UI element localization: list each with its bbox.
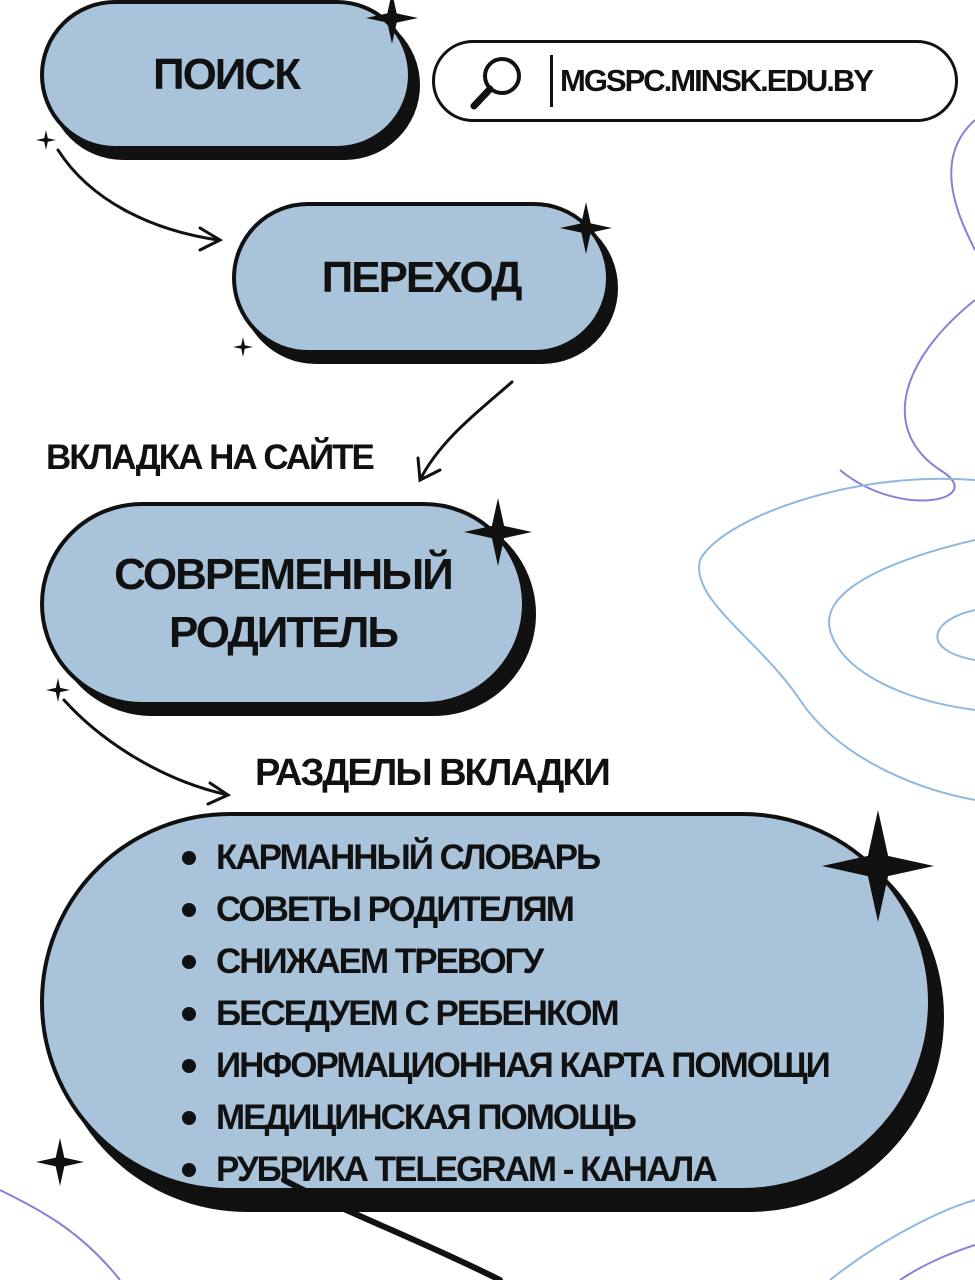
star-icon	[233, 337, 253, 357]
curved-arrow-icon	[418, 380, 514, 482]
tab-pill: СОВРЕМЕННЫЙ РОДИТЕЛЬ	[40, 502, 526, 706]
bullet-icon	[182, 903, 196, 917]
list-item: МЕДИЦИНСКАЯ ПОМОЩЬ	[182, 1098, 829, 1150]
tab-name-line1: СОВРЕМЕННЫЙ	[114, 550, 454, 599]
star-icon	[36, 1138, 84, 1186]
curved-arrow-icon	[56, 148, 220, 242]
list-item: КАРМАННЫЙ СЛОВАРЬ	[182, 838, 829, 890]
bullet-icon	[182, 1111, 196, 1125]
transition-pill-label: ПЕРЕХОД	[321, 253, 523, 302]
curved-arrow-icon	[281, 1177, 503, 1280]
star-icon	[560, 202, 612, 254]
tab-name-line2: РОДИТЕЛЬ	[168, 608, 399, 657]
bullet-icon	[182, 851, 196, 865]
url-divider	[550, 55, 553, 107]
sections-caption: РАЗДЕЛЫ ВКЛАДКИ	[255, 752, 611, 794]
star-icon	[36, 130, 56, 150]
bullet-icon	[182, 1163, 196, 1177]
sections-pill	[40, 812, 932, 1192]
list-item: РУБРИКА TELEGRAM - КАНАЛА	[182, 1150, 829, 1202]
list-item: СНИЖАЕМ ТРЕВОГУ	[182, 942, 829, 994]
search-pill-label: ПОИСК	[152, 50, 301, 99]
bullet-icon	[182, 955, 196, 969]
sections-list: КАРМАННЫЙ СЛОВАРЬ СОВЕТЫ РОДИТЕЛЯМ СНИЖА…	[182, 838, 831, 1202]
tab-caption: ВКЛАДКА НА САЙТЕ	[46, 438, 375, 477]
star-icon	[366, 0, 418, 44]
transition-pill: ПЕРЕХОД	[232, 202, 610, 354]
search-pill: ПОИСК	[40, 0, 412, 150]
url-text: MGSPC.MINSK.EDU.BY	[560, 63, 874, 98]
bullet-icon	[182, 1059, 196, 1073]
magnifier-icon	[470, 57, 521, 110]
list-item: ИНФОРМАЦИОННАЯ КАРТА ПОМОЩИ	[182, 1046, 831, 1098]
list-item: СОВЕТЫ РОДИТЕЛЯМ	[182, 890, 829, 942]
star-icon	[822, 810, 934, 922]
list-item: БЕСЕДУЕМ С РЕБЕНКОМ	[182, 994, 829, 1046]
star-icon	[46, 678, 70, 702]
curved-arrow-icon	[62, 698, 230, 797]
bullet-icon	[182, 1007, 196, 1021]
star-icon	[464, 498, 532, 566]
